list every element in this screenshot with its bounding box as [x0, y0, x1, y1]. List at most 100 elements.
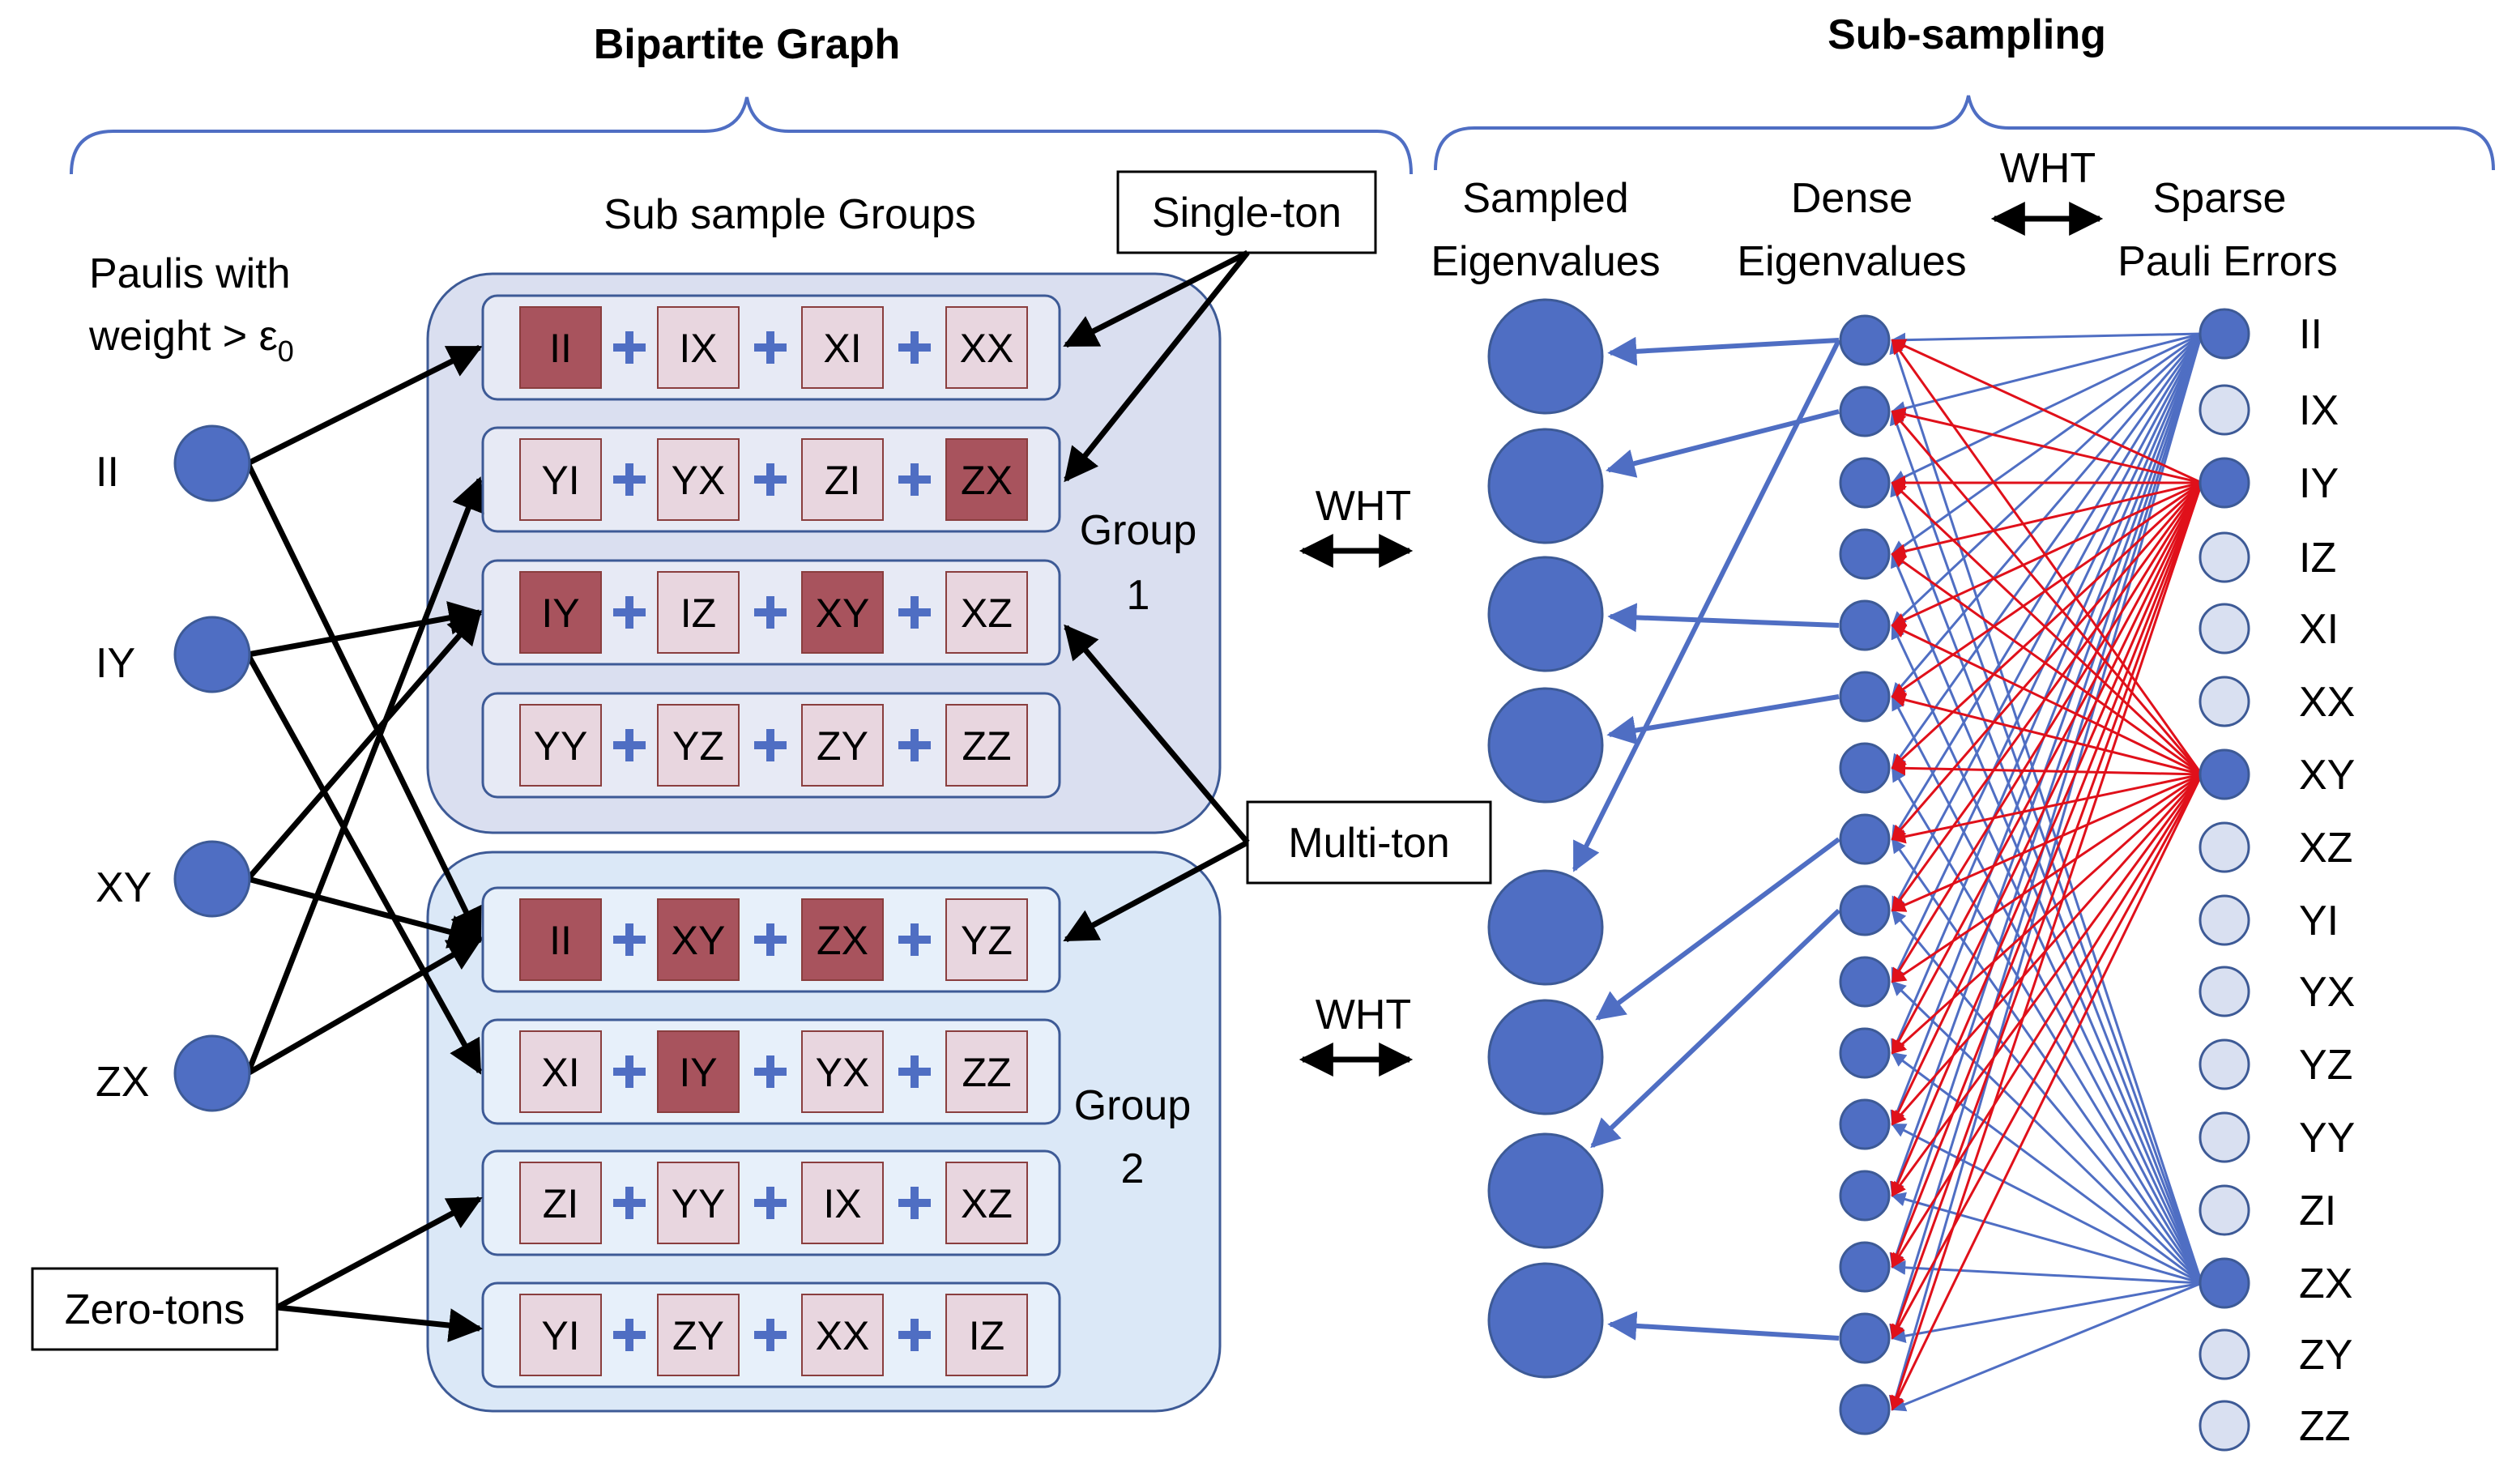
sparse-pauli-label: XZ [2299, 825, 2352, 872]
sparse-to-dense-edge [1890, 333, 2203, 1126]
sparse-to-dense-edge [1891, 774, 2203, 1411]
pauli-cell-label: YY [534, 723, 588, 769]
pauli-cell-label: ZI [825, 458, 860, 503]
pauli-to-group-arrow [245, 476, 484, 1075]
pauli-cell [945, 1294, 1028, 1376]
dense-eigenvalue-node [1839, 386, 1891, 437]
sparse-to-dense-edge [1891, 1281, 2203, 1412]
pauli-cell [945, 1162, 1028, 1244]
sparse-to-dense-edge [1891, 774, 2203, 1340]
sparse-pauli-node-ii [2199, 308, 2250, 360]
pauli-cell-label: IZ [969, 1313, 1004, 1358]
pauli-cell-label: YY [672, 1181, 726, 1226]
pauli-cell [519, 1162, 602, 1244]
pauli-cell-label: YX [816, 1050, 870, 1095]
pauli-to-group-arrow [245, 609, 482, 881]
pauli-to-group-arrow [247, 601, 484, 658]
paulis-heading-line2: weight > ε0 [88, 313, 294, 368]
sparse-to-dense-edge [1891, 482, 2203, 1126]
sampled-eigenvalue-node [1487, 687, 1604, 804]
sparse-to-dense-edge [1891, 761, 2203, 776]
pauli-cell [519, 704, 602, 787]
zero-tons-callout: Zero-tons [65, 1286, 245, 1333]
pauli-cell [519, 1294, 602, 1376]
sparse-to-dense-edge [1891, 481, 2203, 559]
sparse-to-dense-edge [1891, 339, 2203, 775]
sparse-to-dense-edge [1891, 482, 2203, 983]
pauli-node-label: XY [96, 864, 151, 911]
group-1-label-line1: Group [1080, 507, 1197, 554]
pauli-cell-label: IY [679, 1050, 717, 1095]
pauli-cell-label: IZ [680, 591, 716, 636]
sparse-pauli-node-xx [2199, 676, 2250, 727]
pauli-cell [657, 704, 740, 787]
pauli-cell [801, 898, 884, 981]
dense-eigenvalue-node [1839, 671, 1891, 723]
sparse-to-dense-edge [1891, 481, 2203, 698]
wht-label-group-2: WHT [1316, 991, 1411, 1038]
sparse-to-dense-edge [1891, 1123, 2203, 1285]
sparse-to-dense-edge [1891, 407, 2203, 484]
pauli-cell [801, 1294, 884, 1376]
right-brace [1434, 95, 2495, 171]
pauli-node-ii [173, 424, 251, 502]
pauli-cell-label: ZI [543, 1181, 578, 1226]
sparse-to-dense-edge [1889, 339, 2203, 1284]
pauli-cell [657, 1294, 740, 1376]
pauli-cell-label: XI [541, 1050, 579, 1095]
pauli-cell-label: ZX [817, 918, 868, 963]
sparse-pauli-node-yz [2199, 1038, 2250, 1090]
single-ton-callout: Single-ton [1152, 190, 1341, 237]
sparse-to-dense-edge [1891, 332, 2203, 348]
sparse-to-dense-edge [1891, 332, 2203, 627]
sparse-pauli-label: IY [2299, 460, 2339, 507]
sparse-to-dense-edge [1891, 481, 2203, 776]
pauli-cell [657, 1030, 740, 1113]
pauli-cell [801, 1030, 884, 1113]
sparse-pauli-node-yi [2199, 894, 2250, 946]
dense-eigenvalue-node [1839, 742, 1891, 794]
sparse-to-dense-edge [1891, 773, 2203, 844]
pauli-node-label: IY [96, 640, 135, 687]
sparse-pauli-label: YX [2299, 969, 2355, 1016]
sparse-to-dense-edge [1891, 552, 2203, 1284]
pauli-cell-label: YI [541, 458, 579, 503]
sparse-to-dense-edge [1891, 332, 2203, 484]
dense-to-sampled-arrow [1590, 908, 1841, 1149]
sampled-eigenvalue-node [1487, 869, 1604, 986]
pauli-cell [801, 571, 884, 654]
plus-icon [754, 596, 787, 629]
pauli-cell [801, 704, 884, 787]
pauli-node-label: ZX [96, 1059, 149, 1106]
left-brace [70, 96, 1413, 175]
sparse-to-dense-edge [1891, 482, 2203, 912]
plus-icon [898, 1187, 931, 1219]
sparse-to-dense-edge [1891, 838, 2203, 1284]
sparse-to-dense-edge [1891, 481, 2203, 627]
dense-to-sampled-arrow [1607, 1311, 1840, 1341]
pauli-cell-label: ZY [672, 1313, 724, 1358]
pauli-cell-label: XZ [961, 591, 1013, 636]
dense-eigenvalue-node [1839, 314, 1891, 366]
sparse-to-dense-edge [1891, 1260, 2203, 1285]
dense-eigenvalue-node [1839, 528, 1891, 580]
plus-icon [754, 1055, 787, 1088]
pauli-cell [657, 898, 740, 981]
sparse-to-dense-edge [1890, 482, 2203, 1340]
plus-icon [613, 923, 646, 956]
dense-to-sampled-arrow [1607, 336, 1840, 366]
title-sub-sampling: Sub-sampling [1827, 11, 2106, 58]
sparse-to-dense-edge [1891, 773, 2203, 983]
sparse-to-dense-edge [1889, 410, 2203, 1284]
sparse-to-dense-edge [1891, 1281, 2203, 1344]
sparse-to-dense-edge [1891, 333, 2203, 912]
sparse-to-dense-edge [1890, 482, 2203, 1269]
dense-eigenvalue-node [1839, 1027, 1891, 1079]
sparse-pauli-node-zi [2199, 1184, 2250, 1236]
pauli-cell-label: XY [816, 591, 870, 636]
sparse-to-dense-edge [1891, 774, 2203, 1197]
sampled-heading-line2: Eigenvalues [1431, 238, 1660, 285]
